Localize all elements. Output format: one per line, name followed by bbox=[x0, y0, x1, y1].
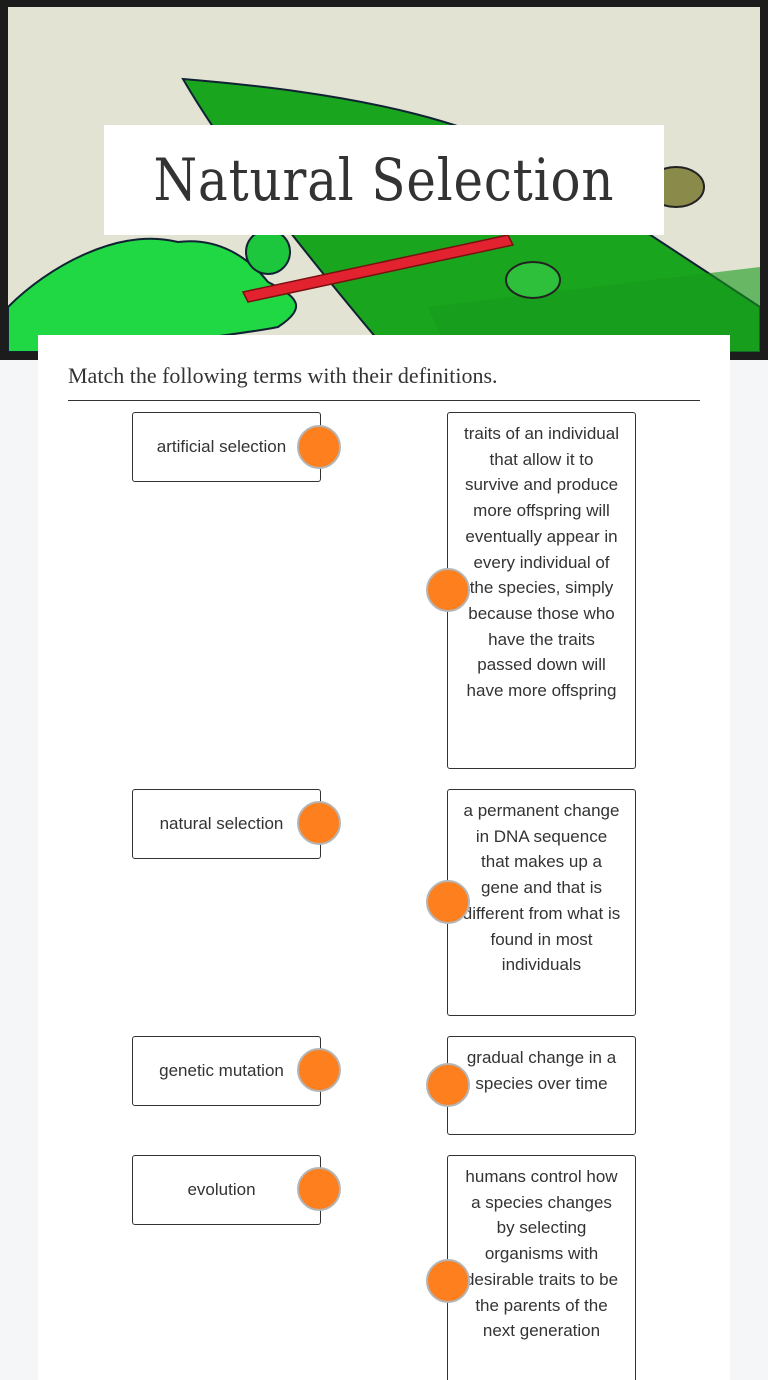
definition-card[interactable]: traits of an individual that allow it to… bbox=[447, 412, 636, 769]
term-label: natural selection bbox=[159, 814, 284, 833]
definition-card[interactable]: humans control how a species changes by … bbox=[447, 1155, 636, 1380]
term-natural-selection[interactable]: natural selection bbox=[132, 789, 321, 859]
term-label: evolution bbox=[187, 1180, 256, 1199]
term-connector-dot[interactable] bbox=[297, 801, 341, 845]
term-label: artificial selection bbox=[156, 437, 287, 456]
page-title: Natural Selection bbox=[153, 146, 615, 214]
term-connector-dot[interactable] bbox=[297, 425, 341, 469]
term-genetic-mutation[interactable]: genetic mutation bbox=[132, 1036, 321, 1106]
definition-connector-dot[interactable] bbox=[426, 568, 470, 612]
term-connector-dot[interactable] bbox=[297, 1048, 341, 1092]
definition-card[interactable]: gradual change in a species over time bbox=[447, 1036, 636, 1135]
definition-connector-dot[interactable] bbox=[426, 1259, 470, 1303]
definition-text: gradual change in a species over time bbox=[466, 1048, 617, 1093]
definition-text: traits of an individual that allow it to… bbox=[464, 424, 619, 701]
term-evolution[interactable]: evolution bbox=[132, 1155, 321, 1225]
worksheet-card: Match the following terms with their def… bbox=[38, 335, 730, 1380]
definition-text: humans control how a species changes by … bbox=[464, 1167, 619, 1341]
term-artificial-selection[interactable]: artificial selection bbox=[132, 412, 321, 482]
instructions: Match the following terms with their def… bbox=[68, 363, 700, 401]
definition-card[interactable]: a permanent change in DNA sequence that … bbox=[447, 789, 636, 1016]
definition-text: a permanent change in DNA sequence that … bbox=[462, 801, 621, 975]
title-box: Natural Selection bbox=[104, 125, 664, 235]
definition-connector-dot[interactable] bbox=[426, 1063, 470, 1107]
term-label: genetic mutation bbox=[159, 1061, 284, 1080]
term-connector-dot[interactable] bbox=[297, 1167, 341, 1211]
definition-connector-dot[interactable] bbox=[426, 880, 470, 924]
header-banner: Natural Selection bbox=[0, 0, 768, 360]
